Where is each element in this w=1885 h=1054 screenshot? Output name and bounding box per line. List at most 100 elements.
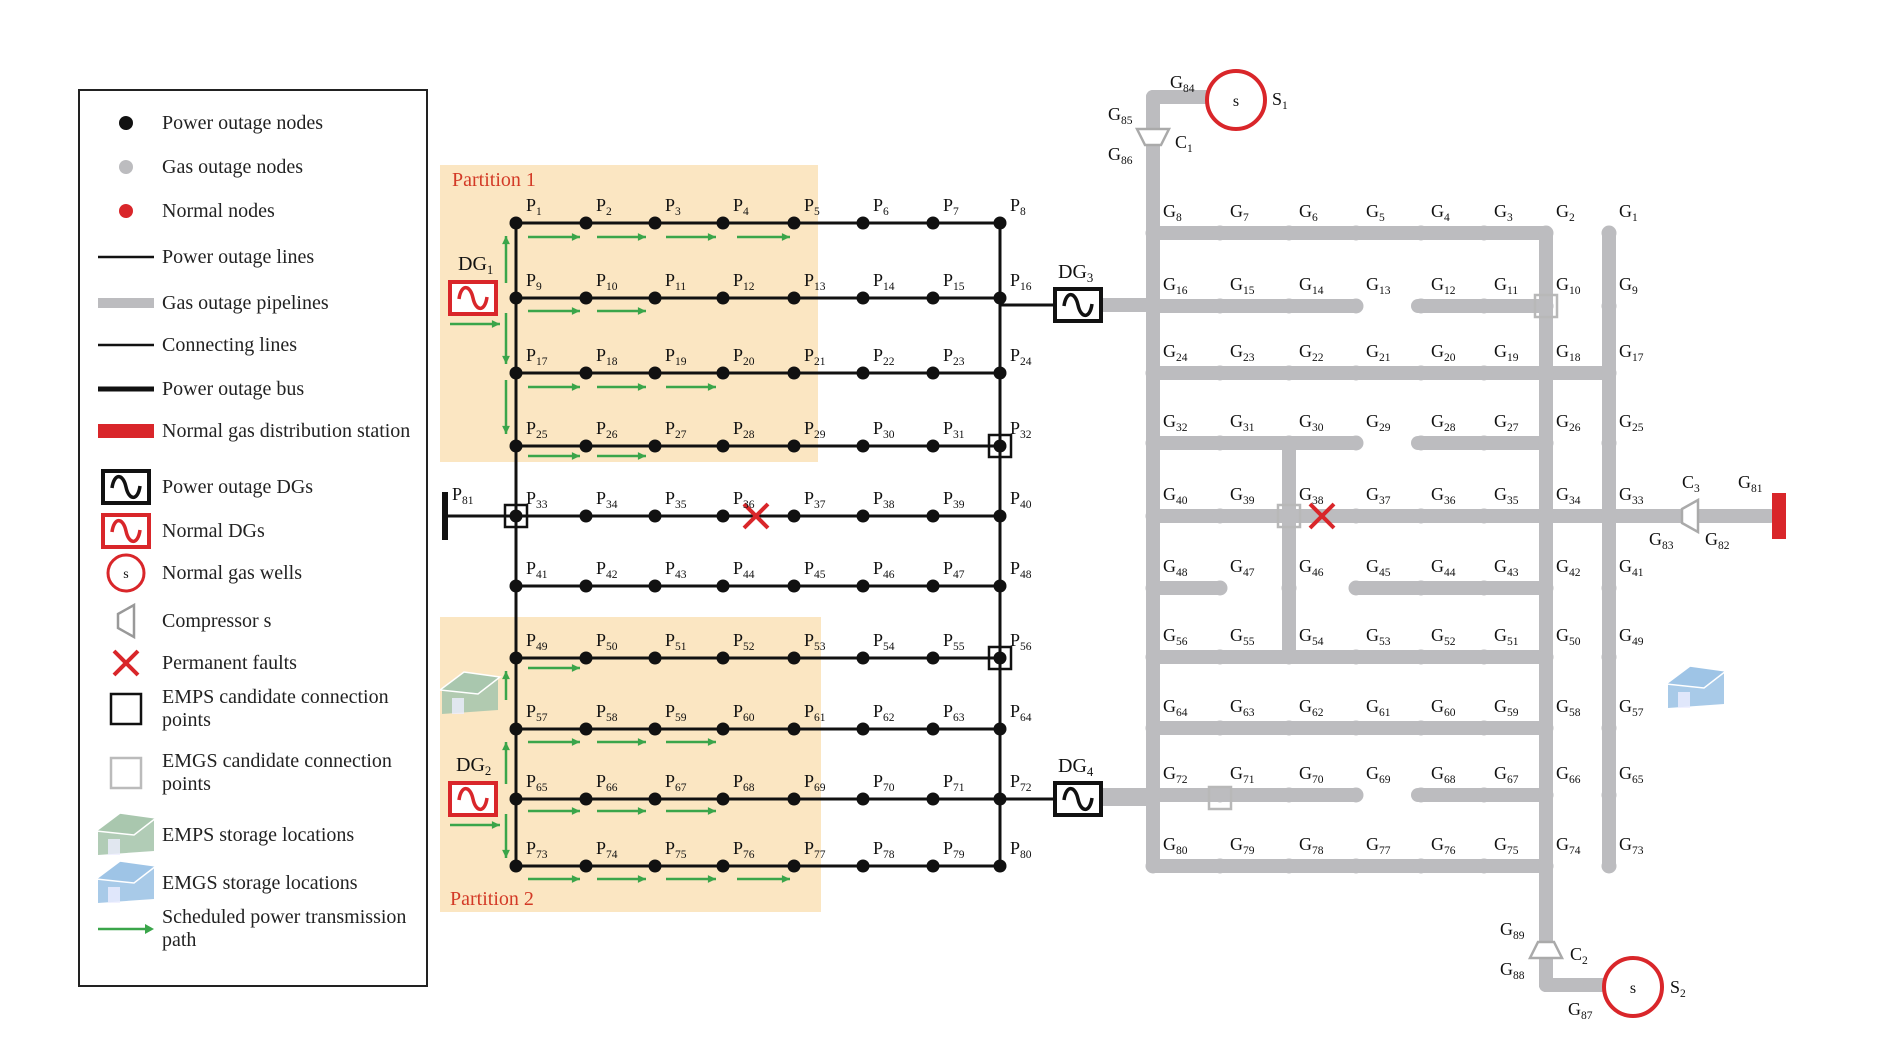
power-node-p23 (926, 366, 940, 380)
node-label-p4: P4 (733, 195, 749, 218)
gas-outage-nodes-icon (119, 160, 133, 174)
node-label-g72: G72 (1163, 763, 1188, 786)
power-node-p11 (648, 291, 662, 305)
node-label-g47: G47 (1230, 556, 1255, 579)
node-label-p42: P42 (596, 558, 618, 581)
node-label-g86: G86 (1108, 144, 1133, 167)
dg2-normal (448, 781, 498, 817)
node-label-p59: P59 (665, 701, 687, 724)
node-label-p63: P63 (943, 701, 965, 724)
scheduled-path-arrow (450, 320, 500, 328)
gas-network: ss (1085, 69, 1786, 1018)
node-label-p74: P74 (596, 838, 618, 861)
power-node-p61 (787, 722, 801, 736)
emps-storage-house (438, 671, 502, 714)
gas-node-g56 (1145, 649, 1161, 665)
node-label-p45: P45 (804, 558, 826, 581)
emps-storage-icon (94, 813, 158, 855)
node-label-g10: G10 (1556, 274, 1581, 297)
power-node-p67 (648, 792, 662, 806)
scheduled-path-arrow (737, 875, 790, 883)
scheduled-path-arrow (597, 738, 646, 746)
node-label-g89: G89 (1500, 919, 1525, 942)
gas-node-extra-0 (1711, 509, 1725, 523)
svg-text:s: s (123, 567, 128, 582)
power-outage-dgs-icon (101, 469, 151, 505)
node-label-g2: G2 (1556, 201, 1575, 224)
legend-item-normal-dgs: Normal DGs (80, 509, 430, 553)
power-node-p57 (509, 722, 523, 736)
scheduled-path-arrow (737, 233, 790, 241)
power-outage-lines-icon (98, 255, 154, 259)
legend-label: Compressor s (162, 609, 272, 632)
power-node-p3 (648, 216, 662, 230)
node-label-g60: G60 (1431, 696, 1456, 719)
node-label-p12: P12 (733, 270, 755, 293)
node-label-p9: P9 (526, 270, 542, 293)
legend-label: Normal DGs (162, 519, 265, 542)
node-label-g33: G33 (1619, 484, 1644, 507)
node-label-g36: G36 (1431, 484, 1456, 507)
legend-item-emps-storage: EMPS storage locations (80, 813, 430, 857)
gas-node-g38 (1281, 508, 1297, 524)
scheduled-path-arrow (502, 814, 510, 858)
node-label-g62: G62 (1299, 696, 1324, 719)
node-label-g63: G63 (1230, 696, 1255, 719)
power-node-p59 (648, 722, 662, 736)
node-label-g87: G87 (1568, 999, 1593, 1022)
emgs-candidate-icon (109, 756, 143, 790)
node-label-g55: G55 (1230, 625, 1255, 648)
power-node-p80 (993, 859, 1007, 873)
power-node-p54 (856, 651, 870, 665)
node-label-g21: G21 (1366, 341, 1391, 364)
gas-node-g31 (1212, 435, 1228, 451)
power-node-p30 (856, 439, 870, 453)
gas-node-g42 (1538, 580, 1554, 596)
power-outage-nodes-icon (119, 116, 133, 130)
power-node-p45 (787, 579, 801, 593)
node-label-g30: G30 (1299, 411, 1324, 434)
node-label-p60: P60 (733, 701, 755, 724)
node-label-p20: P20 (733, 345, 755, 368)
gas-node-g11 (1476, 298, 1492, 314)
gas-node-g78 (1281, 858, 1297, 874)
gas-node-g1 (1601, 225, 1617, 241)
connecting-lines-icon (98, 343, 154, 347)
gas-node-extra-3 (1146, 143, 1160, 157)
node-label-g74: G74 (1556, 834, 1581, 857)
node-label-g1: G1 (1619, 201, 1638, 224)
node-label-p6: P6 (873, 195, 889, 218)
node-label-g79: G79 (1230, 834, 1255, 857)
legend-item-power-outage-dgs: Power outage DGs (80, 465, 430, 509)
gas-node-g65 (1601, 787, 1617, 803)
power-node-p40 (993, 509, 1007, 523)
power-node-p65 (509, 792, 523, 806)
node-label-p27: P27 (665, 418, 687, 441)
node-label-p51: P51 (665, 630, 687, 653)
power-node-p8 (993, 216, 1007, 230)
power-node-p73 (509, 859, 523, 873)
partition-2-title: Partition 2 (450, 888, 534, 910)
node-label-g80: G80 (1163, 834, 1188, 857)
node-label-p2: P2 (596, 195, 612, 218)
power-node-p6 (856, 216, 870, 230)
node-label-p38: P38 (873, 488, 895, 511)
legend-label: EMPS storage locations (162, 823, 355, 846)
emps-candidate-point (987, 645, 1013, 671)
node-label-g82: G82 (1705, 529, 1730, 552)
node-label-g37: G37 (1366, 484, 1391, 507)
power-node-p50 (579, 651, 593, 665)
power-node-p69 (787, 792, 801, 806)
gas-node-g45 (1348, 580, 1364, 596)
legend-item-compressors: Compressor s (80, 599, 430, 643)
power-node-p13 (787, 291, 801, 305)
node-label-p23: P23 (943, 345, 965, 368)
node-label-p14: P14 (873, 270, 895, 293)
node-label-g5: G5 (1366, 201, 1385, 224)
power-node-p51 (648, 651, 662, 665)
gas-node-g59 (1476, 720, 1492, 736)
node-label-p13: P13 (804, 270, 826, 293)
node-label-p34: P34 (596, 488, 618, 511)
node-label-p65: P65 (526, 771, 548, 794)
